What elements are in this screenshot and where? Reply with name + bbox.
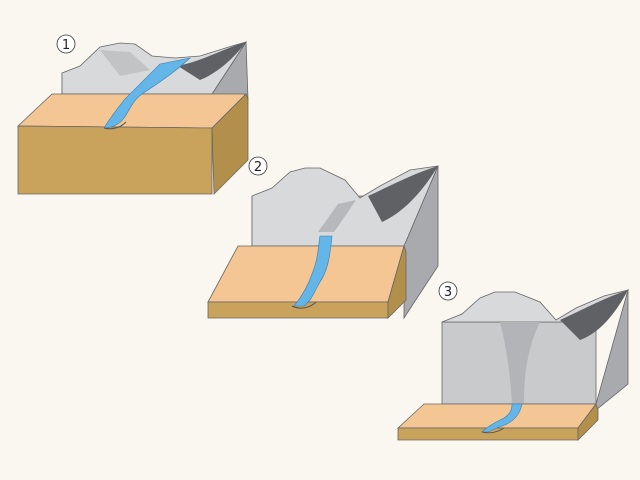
step-2-marker: 2 — [248, 156, 268, 176]
river-water — [103, 57, 191, 129]
step-2-label: 2 — [254, 160, 262, 175]
sand-side-face — [211, 93, 249, 195]
valley-shading — [100, 50, 150, 76]
step-3-marker: 3 — [438, 281, 458, 301]
stage-3-block — [396, 289, 630, 441]
rock-shadow — [560, 290, 628, 340]
river-bed — [103, 121, 127, 130]
sand-front-face — [17, 125, 213, 195]
step-3-label: 3 — [444, 285, 452, 300]
sand-side-face — [577, 403, 599, 441]
river-water — [481, 403, 523, 433]
rock-shadow — [178, 42, 246, 80]
canyon-shading — [500, 322, 540, 404]
stage-2-block — [207, 165, 439, 320]
river-water — [293, 235, 333, 307]
step-1-marker: 1 — [56, 34, 76, 54]
rock-shadow — [368, 166, 438, 222]
gorge-shading — [318, 200, 356, 232]
river-bed — [291, 301, 317, 309]
sand-side-face — [387, 244, 407, 319]
step-1-label: 1 — [62, 38, 70, 53]
river-bed — [481, 427, 505, 434]
stage-1-block — [17, 40, 249, 195]
